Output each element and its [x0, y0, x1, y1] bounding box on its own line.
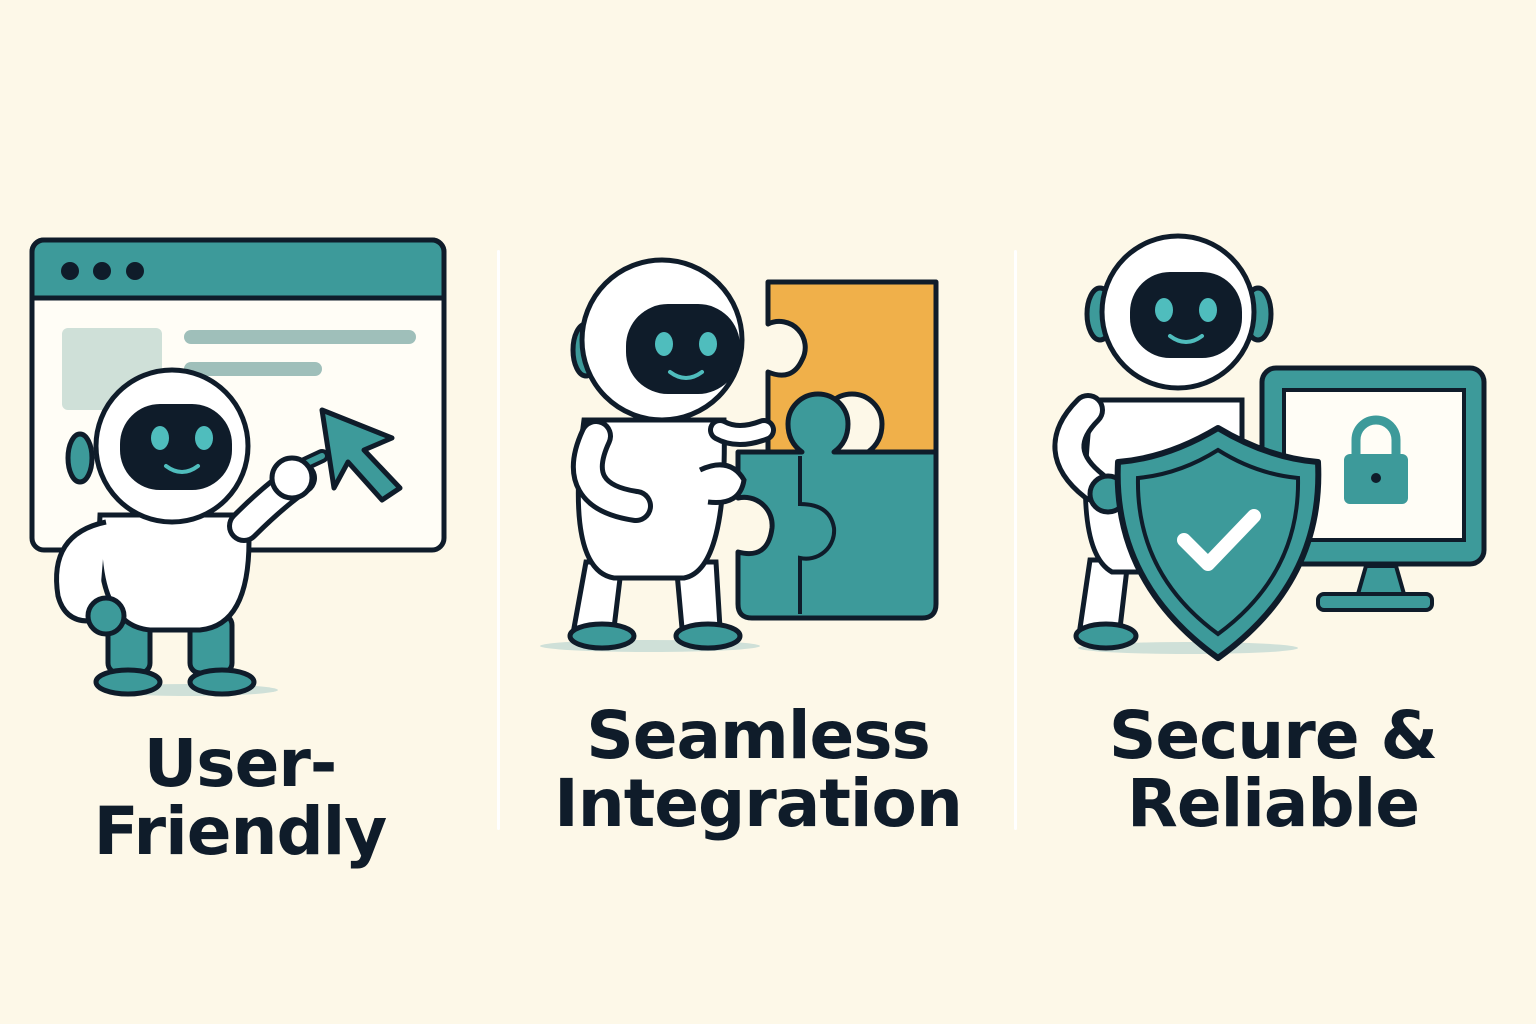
- divider: [497, 250, 500, 830]
- shield-check-icon: [1114, 425, 1322, 661]
- divider: [1014, 250, 1017, 830]
- caption-line: Integration: [554, 765, 963, 842]
- robot-icon: [540, 257, 776, 652]
- panel-seamless-integration: Seamless Integration: [500, 0, 1016, 1024]
- user-friendly-illustration: [29, 237, 447, 697]
- cursor-arrow-icon: [319, 407, 403, 503]
- caption-user-friendly: User-Friendly: [0, 730, 480, 866]
- caption-line: Seamless: [586, 697, 931, 774]
- caption-line: User-Friendly: [93, 725, 388, 870]
- secure-reliable-illustration: [1052, 233, 1487, 661]
- caption-line: Secure &: [1108, 697, 1438, 774]
- caption-seamless-integration: Seamless Integration: [500, 702, 1016, 838]
- caption-line: Reliable: [1127, 765, 1420, 842]
- panel-secure-reliable: Secure & Reliable: [1018, 0, 1536, 1024]
- puzzle-pieces-icon: [735, 279, 939, 621]
- caption-secure-reliable: Secure & Reliable: [1018, 702, 1528, 838]
- panel-user-friendly: User-Friendly: [0, 0, 500, 1024]
- browser-window-icon: [29, 237, 447, 553]
- robot-icon: [54, 367, 329, 697]
- seamless-integration-illustration: [540, 257, 939, 652]
